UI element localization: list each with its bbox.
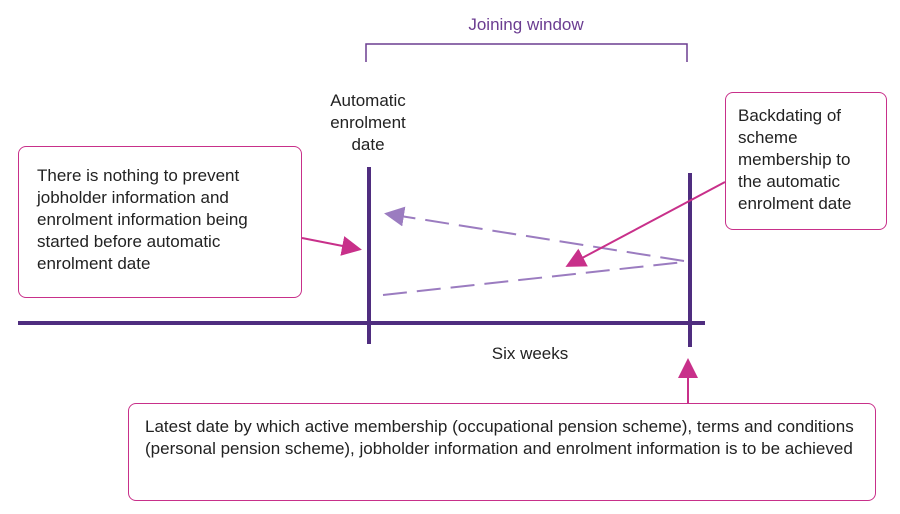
joining-window-label: Joining window [468,15,584,34]
joining-window-bracket [365,43,688,62]
note-box-latest-date: Latest date by which active membership (… [128,403,876,501]
auto-date-line-1: Automatic [330,91,406,110]
auto-date-line-3: date [351,135,385,154]
six-weeks-label: Six weeks [491,344,569,363]
arrow-left-note [301,236,362,256]
automatic-enrolment-date-label: Automatic enrolment date [318,90,418,156]
dashed-line-backdating [384,206,685,262]
dashed-line-forward [382,261,685,296]
arrow-right-note [565,181,726,267]
note-box-backdating: Backdating of scheme membership to the a… [725,92,887,230]
note-box-before-date: There is nothing to prevent jobholder in… [18,146,302,298]
auto-date-line-2: enrolment [330,113,406,132]
